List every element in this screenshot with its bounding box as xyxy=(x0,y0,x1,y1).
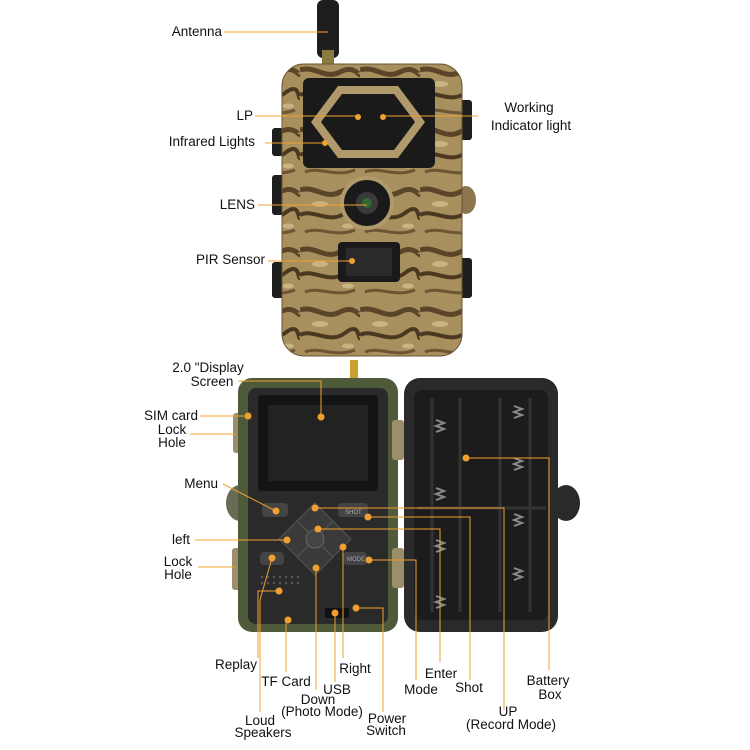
label-loud-1: Loud xyxy=(244,713,276,728)
camera-front xyxy=(272,0,476,357)
speaker-grille xyxy=(260,575,300,585)
label-display-2: Screen xyxy=(190,374,234,389)
label-left: left xyxy=(171,532,190,547)
label-mode: Mode xyxy=(404,682,438,697)
label-working-1: Working xyxy=(504,100,554,115)
enter-button[interactable] xyxy=(305,529,325,549)
label-lp: LP xyxy=(236,108,253,123)
label-pir-sensor: PIR Sensor xyxy=(195,252,265,267)
label-display-1: 2.0 "Display xyxy=(172,360,244,375)
label-antenna: Antenna xyxy=(171,24,222,39)
mode-button[interactable] xyxy=(343,552,367,565)
label-replay: Replay xyxy=(214,657,258,672)
label-lock-hole-bottom-2: Hole xyxy=(164,567,192,582)
working-indicator-icon xyxy=(380,114,386,120)
label-sim-card: SIM card xyxy=(143,408,198,423)
label-loud-2: Speakers xyxy=(234,725,292,740)
leader-lines xyxy=(190,31,550,712)
mode-key-label: MODE xyxy=(347,557,365,563)
direction-pad[interactable] xyxy=(278,502,352,576)
label-infrared-lights: Infrared Lights xyxy=(168,134,255,149)
label-shot: Shot xyxy=(455,680,483,695)
label-right: Right xyxy=(339,661,371,676)
label-up-1: UP xyxy=(498,704,518,719)
label-lock-hole-top-1: Lock xyxy=(157,422,187,437)
label-enter: Enter xyxy=(424,666,458,681)
label-lens: LENS xyxy=(219,197,255,212)
label-lock-hole-top-2: Hole xyxy=(158,435,186,450)
label-power-1: Power xyxy=(367,711,407,726)
label-battery-1: Battery xyxy=(526,673,570,688)
label-down-1: Down xyxy=(300,692,336,707)
label-menu: Menu xyxy=(184,476,218,491)
label-tf-card: TF Card xyxy=(261,674,311,689)
label-power-2: Switch xyxy=(366,723,406,738)
label-battery-2: Box xyxy=(538,687,562,702)
lp-sensor-icon xyxy=(355,114,361,120)
label-working-2: Indicator light xyxy=(490,118,572,133)
label-lock-hole-bottom-1: Lock xyxy=(163,554,193,569)
label-up-2: (Record Mode) xyxy=(465,717,557,732)
label-down-2: (Photo Mode) xyxy=(281,704,363,719)
shot-key-label: SHOT xyxy=(345,510,362,516)
camera-control-panel: SHOT MODE xyxy=(226,360,398,632)
label-usb: USB xyxy=(323,682,351,697)
antenna-icon xyxy=(317,0,339,58)
shot-button[interactable] xyxy=(338,503,368,517)
battery-box xyxy=(392,378,580,632)
